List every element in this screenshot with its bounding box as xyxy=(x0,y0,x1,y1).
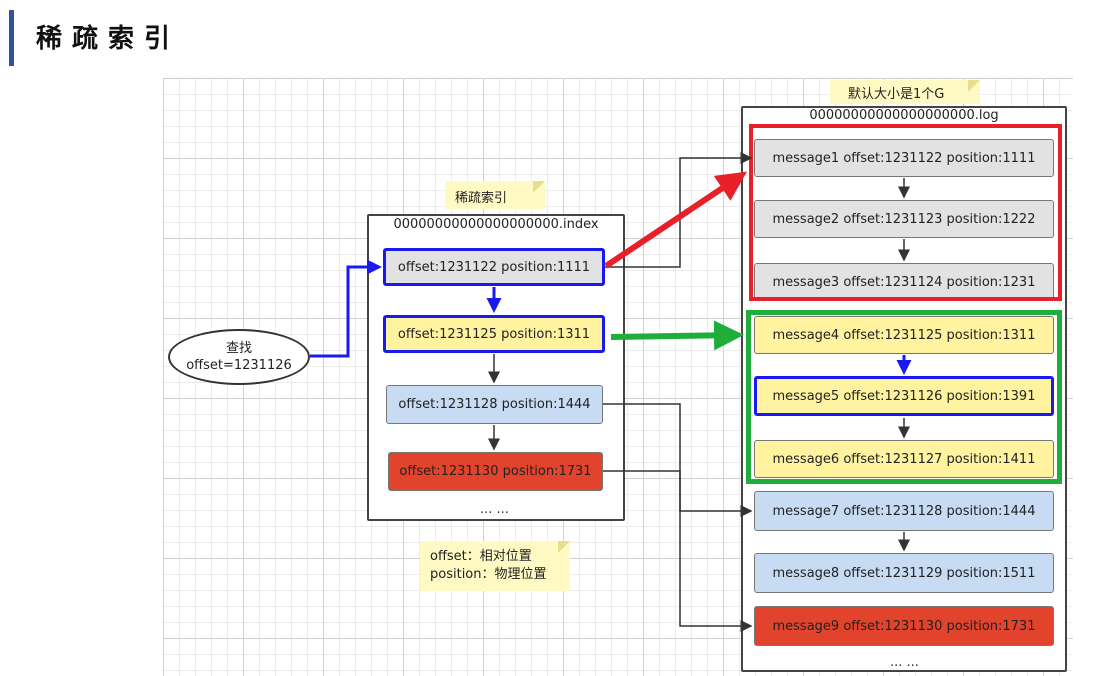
title-accent-bar xyxy=(9,10,14,66)
index-entry: offset:1231128 position:1444 xyxy=(386,385,603,424)
index-entry: offset:1231125 position:1311 xyxy=(383,315,605,353)
legend-position: position：物理位置 xyxy=(430,567,547,582)
red-highlight-group xyxy=(749,124,1062,301)
log-message: message6 offset:1231127 position:1411 xyxy=(754,440,1054,478)
legend-offset: offset：相对位置 xyxy=(430,549,532,564)
log-message: message8 offset:1231129 position:1511 xyxy=(754,553,1054,593)
index-entry: offset:1231130 position:1731 xyxy=(388,452,603,491)
index-entry: offset:1231122 position:1111 xyxy=(383,248,605,286)
log-file-title: 00000000000000000000.log xyxy=(809,108,999,123)
log-note-text: 默认大小是1个G xyxy=(848,87,945,102)
index-note: 稀疏索引 xyxy=(445,181,545,209)
search-offset: offset=1231126 xyxy=(186,358,292,373)
search-label: 查找 xyxy=(225,341,252,356)
log-message: message9 offset:1231130 position:1731 xyxy=(754,606,1054,646)
index-note-text: 稀疏索引 xyxy=(455,191,508,206)
green-highlight-group xyxy=(746,310,1062,484)
log-note: 默认大小是1个G xyxy=(830,80,980,104)
log-message: message7 offset:1231128 position:1444 xyxy=(754,491,1054,531)
legend-note: offset：相对位置 position：物理位置 xyxy=(420,541,570,591)
index-file-title: 00000000000000000000.index xyxy=(393,217,599,232)
log-ellipsis: ... ... xyxy=(890,655,919,670)
log-message: message4 offset:1231125 position:1311 xyxy=(754,316,1054,354)
log-message: message5 offset:1231126 position:1391 xyxy=(754,376,1054,416)
page-title: 稀疏索引 xyxy=(36,24,181,54)
index-ellipsis: ... ... xyxy=(480,502,509,517)
log-message: message1 offset:1231122 position:1111 xyxy=(754,139,1054,177)
log-message: message2 offset:1231123 position:1222 xyxy=(754,200,1054,238)
search-node: 查找 offset=1231126 xyxy=(168,329,310,385)
